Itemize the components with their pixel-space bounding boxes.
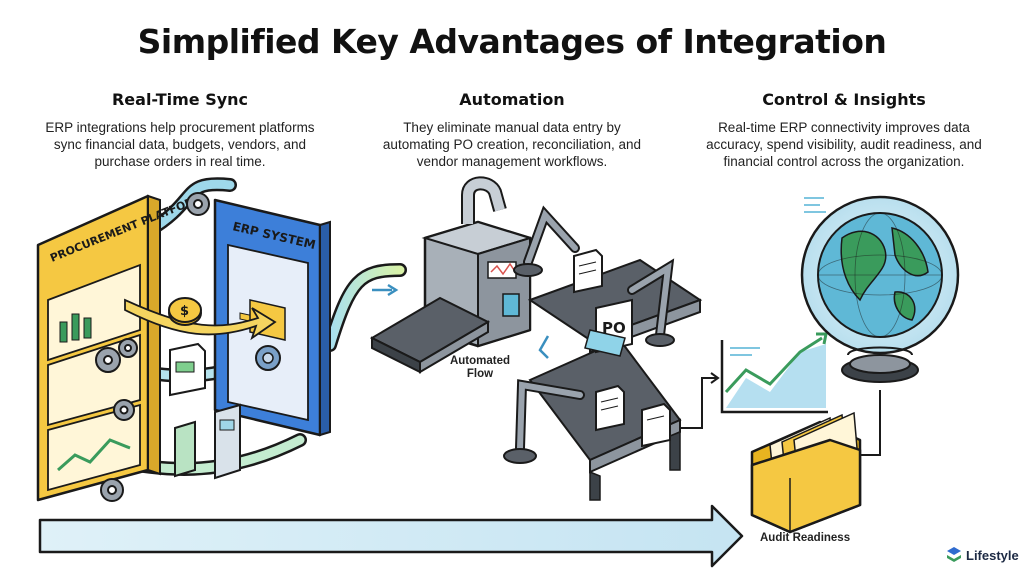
- flow-arrow-icon: [538, 335, 550, 359]
- robot-arm-icon: [513, 205, 580, 277]
- gear-icon: [95, 338, 138, 373]
- column-automation: Automation They eliminate manual data en…: [352, 90, 672, 170]
- po-document-icon: [584, 298, 633, 357]
- document-icon: [595, 384, 625, 432]
- column-heading: Real-Time Sync: [111, 90, 249, 109]
- gear-icon: [186, 192, 210, 216]
- brand-name: Lifestyle: [966, 547, 1019, 563]
- brand-logo: Lifestyle: [946, 546, 1019, 564]
- connector-line: [680, 377, 716, 429]
- connector-ring: [255, 345, 281, 371]
- column-heading: Automation: [459, 90, 565, 109]
- document-icon: [573, 248, 603, 294]
- robot-arm-icon: [503, 379, 585, 464]
- globe-icon: [800, 195, 960, 383]
- calculator-icon: [214, 403, 241, 480]
- column-real-time-sync: Real-Time Sync ERP integrations help pro…: [20, 90, 340, 170]
- phone-icon: [174, 420, 196, 478]
- document-icon: [641, 402, 671, 448]
- coin-icon: [168, 297, 202, 326]
- po-tag: PO: [602, 319, 626, 337]
- brand-mark-icon: [947, 547, 961, 562]
- column-body: They eliminate manual data entry by auto…: [382, 120, 642, 169]
- gear-icon: [113, 399, 135, 421]
- automated-flow-label: Automated Flow: [449, 355, 511, 380]
- folder-icon: [750, 411, 862, 534]
- column-heading: Control & Insights: [762, 90, 926, 109]
- page-title: Simplified Key Advantages of Integration: [137, 22, 887, 61]
- connector-arrow-icon: [710, 372, 720, 384]
- progress-arrow-icon: [38, 504, 744, 568]
- column-body: ERP integrations help procurement platfo…: [45, 120, 315, 169]
- line-chart-icon: [720, 332, 828, 414]
- currency-symbol: $: [180, 304, 189, 319]
- gear-icon: [100, 478, 124, 502]
- robot-arm-icon: [627, 258, 675, 347]
- column-body: Real-time ERP connectivity improves data…: [706, 120, 982, 169]
- conveyor-belt-icon: [369, 296, 491, 374]
- audit-readiness-label: Audit Readiness: [760, 532, 851, 544]
- flow-arrow-icon: [387, 283, 399, 297]
- document-icon: [169, 342, 206, 397]
- stat-lines: [804, 197, 826, 213]
- column-control-insights: Control & Insights Real-time ERP connect…: [684, 90, 1004, 170]
